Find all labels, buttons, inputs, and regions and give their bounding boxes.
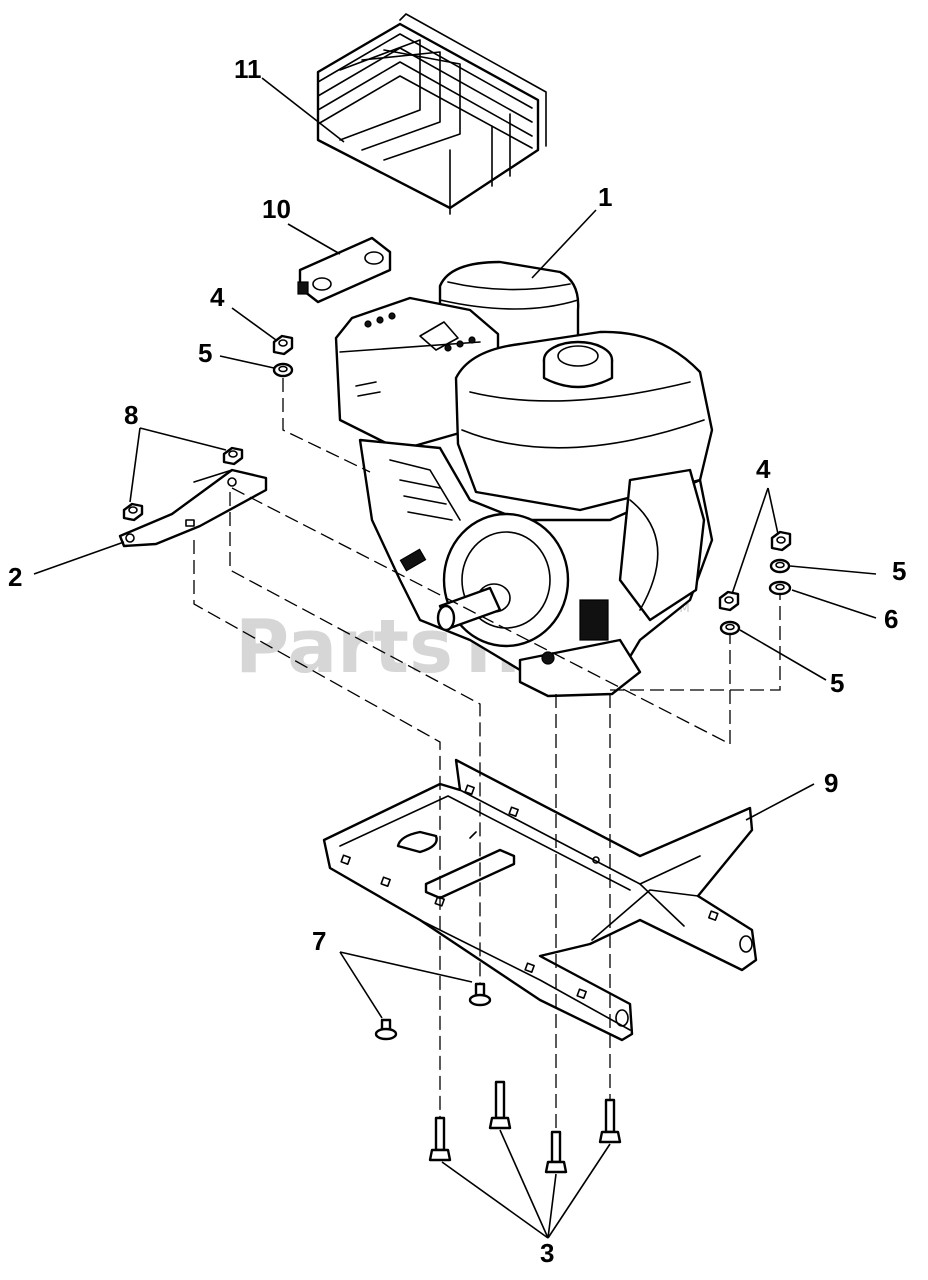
- part-7-bolt-left: [374, 1018, 398, 1041]
- callout-5-right-upper: 5: [892, 556, 906, 586]
- leader-lines: [33, 77, 877, 1239]
- callout-labels: 11 10 1 4 5 8 2 4 5 6 5 9 7 3: [8, 54, 906, 1268]
- callout-5-upper: 5: [198, 338, 212, 368]
- part-2-bracket: [118, 468, 268, 548]
- part-3-bolt-3: [544, 1130, 568, 1174]
- part-8-nut-left: [122, 502, 144, 522]
- callout-8: 8: [124, 400, 138, 430]
- callout-6: 6: [884, 604, 898, 634]
- callout-10: 10: [262, 194, 291, 224]
- part-9-base-frame: [322, 758, 758, 1042]
- part-5-washer-upper: [272, 362, 294, 378]
- callout-9: 9: [824, 768, 838, 798]
- part-4-nut-right-b: [718, 590, 740, 612]
- part-3-bolt-1: [428, 1116, 452, 1162]
- part-5-washer-right-b: [719, 620, 741, 636]
- part-7-bolt-right: [468, 982, 492, 1007]
- callout-4-upper: 4: [210, 282, 225, 312]
- part-4-nut-upper: [272, 334, 294, 356]
- part-1-engine: [334, 260, 714, 698]
- assembly-dashed-lines: [193, 378, 781, 1132]
- callout-1: 1: [598, 182, 612, 212]
- callout-3: 3: [540, 1238, 554, 1268]
- part-11-muffler-guard: [316, 13, 547, 215]
- callout-5-right-lower: 5: [830, 668, 844, 698]
- callout-4-right: 4: [756, 454, 771, 484]
- part-5-washer-right-a: [769, 558, 791, 574]
- part-8-nut-right: [222, 446, 244, 466]
- part-3-bolt-2: [488, 1080, 512, 1130]
- callout-2: 2: [8, 562, 22, 592]
- part-3-bolt-4: [598, 1098, 622, 1144]
- part-4-nut-right-a: [770, 530, 792, 552]
- callout-7: 7: [312, 926, 326, 956]
- callout-11: 11: [234, 54, 262, 84]
- part-6-washer-right: [768, 580, 792, 596]
- part-10-gasket: [297, 236, 392, 304]
